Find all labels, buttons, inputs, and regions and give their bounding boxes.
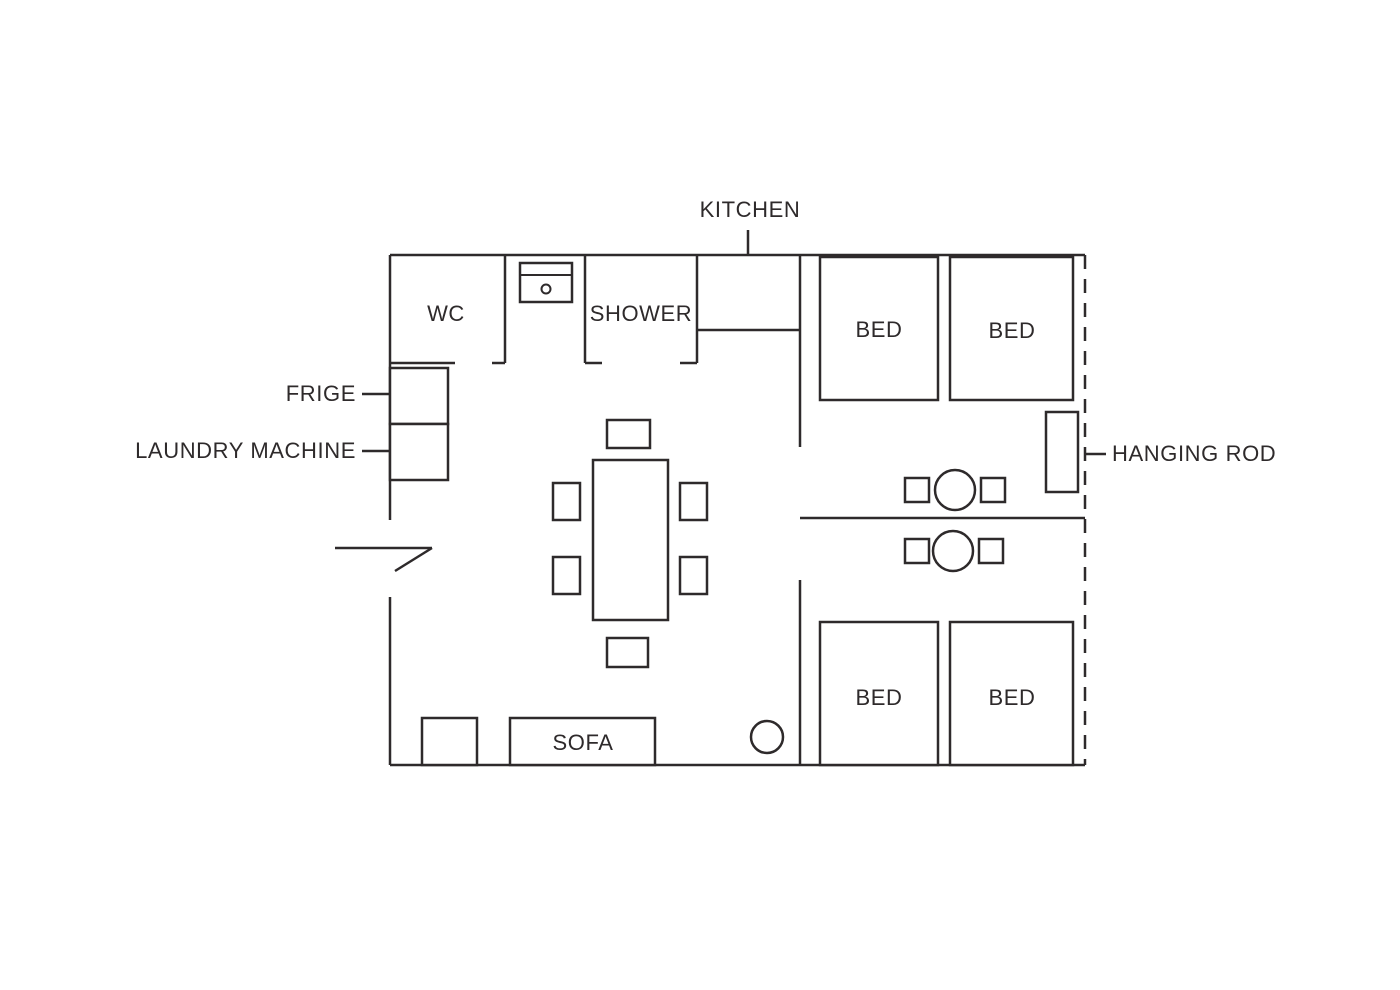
round-table-1 xyxy=(933,468,977,512)
sofa-area xyxy=(420,716,785,767)
laundry-machine xyxy=(388,422,450,482)
side-table xyxy=(420,716,479,767)
dining-chair-left-2 xyxy=(551,555,582,596)
wc-room-walls xyxy=(390,255,507,365)
sink-counter xyxy=(518,261,574,304)
stool-2-right xyxy=(977,537,1005,565)
bed-label-2: BED xyxy=(988,318,1035,343)
bed-3 xyxy=(818,620,940,767)
dining-chair-right-2 xyxy=(678,555,709,596)
appliances xyxy=(362,366,450,482)
hanging-rod-group xyxy=(1044,410,1106,494)
label-frige: FRIGE xyxy=(286,381,356,406)
sink-drain xyxy=(540,283,552,295)
shower-room-walls xyxy=(583,255,699,365)
stool-1-right xyxy=(979,476,1007,504)
bed-1 xyxy=(818,255,940,402)
label-laundry-machine: LAUNDRY MACHINE xyxy=(135,438,356,463)
sink-unit xyxy=(518,261,574,304)
bed-label-3: BED xyxy=(855,685,902,710)
fridge xyxy=(388,366,450,426)
sofa xyxy=(508,716,657,767)
kitchen-counter xyxy=(697,230,800,332)
dining-chair-right-1 xyxy=(678,481,709,522)
entrance-door-arrow xyxy=(335,546,433,573)
dining-chair-left-1 xyxy=(551,481,582,522)
stool-2-left xyxy=(903,537,931,565)
room-label-shower: SHOWER xyxy=(590,301,693,326)
label-hanging-rod: HANGING ROD xyxy=(1112,441,1276,466)
door-swing-diagonal xyxy=(394,546,433,573)
round-table-2 xyxy=(931,529,975,573)
room-label-kitchen: KITCHEN xyxy=(700,197,801,222)
bedroom-partition-walls xyxy=(798,255,1085,765)
beds xyxy=(818,255,1075,767)
round-table-1-group xyxy=(903,468,1007,512)
dining-chair-top xyxy=(605,418,652,450)
bed-label-4: BED xyxy=(988,685,1035,710)
round-table-2-group xyxy=(903,529,1005,573)
room-label-wc: WC xyxy=(427,301,465,326)
dining-chair-bottom xyxy=(605,636,650,669)
hanging-rod xyxy=(1044,410,1080,494)
bed-2 xyxy=(948,255,1075,402)
stool-1-left xyxy=(903,476,931,504)
dining-table xyxy=(591,458,670,622)
dining-set xyxy=(551,418,709,669)
label-sofa: SOFA xyxy=(552,730,613,755)
bed-label-1: BED xyxy=(855,317,902,342)
floor-stool xyxy=(749,719,785,755)
bed-4 xyxy=(948,620,1075,767)
